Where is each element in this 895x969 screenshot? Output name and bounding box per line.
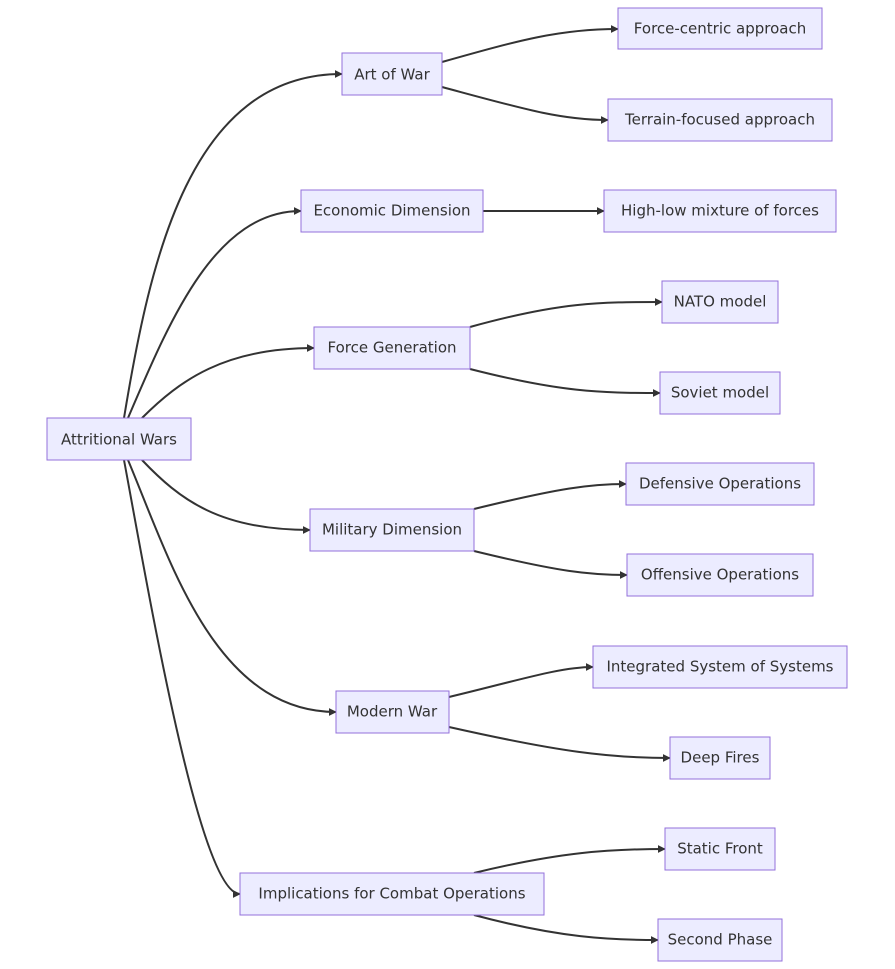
node-second-phase: Second Phase — [657, 918, 783, 962]
edge-root-economic-dimension — [127, 207, 302, 419]
node-label: Force Generation — [327, 339, 456, 357]
node-label: Implications for Combat Operations — [258, 885, 525, 903]
edge-implications-second — [473, 914, 659, 944]
root-edges — [123, 70, 343, 898]
leaf-edges — [441, 25, 671, 944]
node-defensive-operations: Defensive Operations — [625, 462, 815, 506]
node-label: Soviet model — [671, 384, 769, 402]
node-label: Deep Fires — [681, 749, 760, 767]
edge-root-art-of-war — [123, 70, 343, 419]
edge-implications-static — [473, 845, 666, 874]
edge-root-military-dimension — [141, 459, 311, 534]
node-integrated-system-of-systems: Integrated System of Systems — [592, 645, 848, 689]
node-deep-fires: Deep Fires — [669, 736, 771, 780]
edge-military-defensive — [473, 480, 627, 510]
node-modern-war: Modern War — [335, 690, 450, 734]
edge-root-force-generation — [141, 344, 315, 419]
node-static-front: Static Front — [664, 827, 776, 871]
node-soviet-model: Soviet model — [659, 371, 781, 415]
node-label: Offensive Operations — [641, 566, 799, 584]
edge-art-terrain-focused — [441, 86, 609, 124]
node-label: Art of War — [354, 66, 430, 84]
node-label: Terrain-focused approach — [624, 111, 815, 129]
node-nato-model: NATO model — [661, 280, 779, 324]
edge-force-nato — [469, 298, 663, 328]
node-label: Defensive Operations — [639, 475, 801, 493]
edge-modern-deep-fires — [448, 726, 671, 762]
node-implications-for-combat-operations: Implications for Combat Operations — [239, 872, 545, 916]
node-force-generation: Force Generation — [313, 326, 471, 370]
edge-root-modern-war — [127, 459, 337, 716]
node-label: Force-centric approach — [634, 20, 806, 38]
node-label: Attritional Wars — [61, 431, 177, 449]
node-label: Integrated System of Systems — [607, 658, 834, 676]
node-military-dimension: Military Dimension — [309, 508, 475, 552]
node-root: Attritional Wars — [46, 417, 192, 461]
node-offensive-operations: Offensive Operations — [626, 553, 814, 597]
node-terrain-focused-approach: Terrain-focused approach — [607, 98, 833, 142]
node-label: Economic Dimension — [313, 202, 470, 220]
node-label: Modern War — [347, 703, 438, 721]
node-art-of-war: Art of War — [341, 52, 443, 96]
edge-art-force-centric — [441, 25, 619, 63]
node-label: NATO model — [674, 293, 767, 311]
node-label: Static Front — [677, 840, 763, 858]
edge-modern-integrated — [448, 663, 594, 698]
edge-military-offensive — [473, 550, 628, 579]
node-force-centric-approach: Force-centric approach — [617, 7, 823, 50]
edge-force-soviet — [469, 368, 661, 397]
edge-root-implications — [123, 459, 241, 898]
node-label: High-low mixture of forces — [621, 202, 819, 220]
node-label: Second Phase — [668, 931, 773, 949]
node-high-low-mixture: High-low mixture of forces — [603, 189, 837, 233]
node-label: Military Dimension — [322, 521, 462, 539]
node-economic-dimension: Economic Dimension — [300, 189, 484, 233]
